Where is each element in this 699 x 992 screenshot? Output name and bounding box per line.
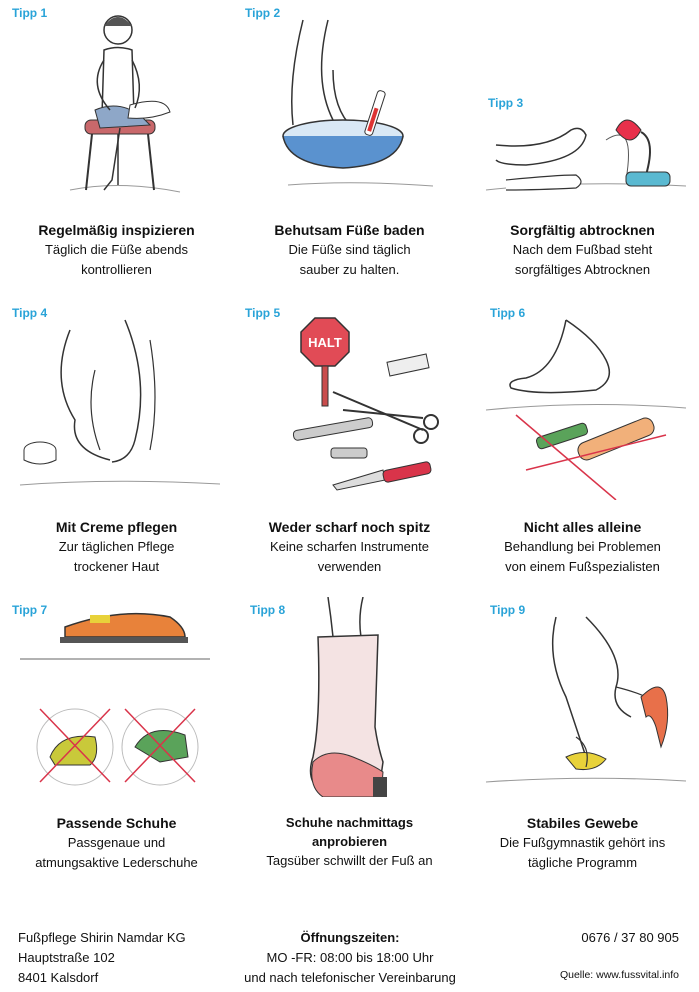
tip-text-line: Keine scharfen Instrumente — [270, 539, 429, 554]
opening-hours-title: Öffnungszeiten: — [300, 930, 400, 945]
opening-hours: Öffnungszeiten: MO -FR: 08:00 bis 18:00 … — [225, 928, 475, 988]
business-address: Fußpflege Shirin Namdar KG Hauptstraße 1… — [18, 928, 186, 988]
tip-text-line: Nach dem Fußbad steht — [512, 242, 653, 257]
tip-text-line: Die Fußgymnastik gehört ins — [499, 835, 666, 850]
tip-caption: Schuhe nachmittags anprobieren Tagsüber … — [233, 813, 466, 871]
tip-text-line: Behandlung bei Problemen — [504, 539, 661, 554]
tip-text-line: verwenden — [317, 559, 382, 574]
postal-city: 8401 Kalsdorf — [18, 970, 99, 985]
tip-heading: Mit Creme pflegen — [55, 519, 178, 535]
tip-tag: Tipp 6 — [490, 306, 526, 320]
tip-caption: Nicht alles alleine Behandlung bei Probl… — [466, 518, 699, 577]
tip-tag: Tipp 4 — [12, 306, 48, 320]
business-name: Fußpflege Shirin Namdar KG — [18, 930, 186, 945]
tip-text-line: sauber zu halten. — [299, 262, 400, 277]
tip-2: Tipp 2 Behutsam Füße baden Die Füße sind… — [233, 0, 466, 300]
tip-heading-line: Schuhe nachmittags — [285, 815, 414, 830]
tip-caption: Stabiles Gewebe Die Fußgymnastik gehört … — [466, 814, 699, 873]
tip-caption: Weder scharf noch spitz Keine scharfen I… — [233, 518, 466, 577]
tip-heading: Nicht alles alleine — [523, 519, 642, 535]
tip-text-line: von einem Fußspezialisten — [505, 559, 660, 574]
tip-heading: Stabiles Gewebe — [526, 815, 639, 831]
tip-heading: Behutsam Füße baden — [274, 222, 425, 238]
tip-text-line: Tagsüber schwillt der Fuß an — [266, 853, 433, 868]
tip-tag: Tipp 8 — [250, 603, 286, 617]
tip-text-line: sorgfältiges Abtrocknen — [514, 262, 651, 277]
tip-tag: Tipp 7 — [12, 603, 48, 617]
illustration-apply-cream — [19, 319, 221, 486]
illustration-sharp-tools: HALT — [292, 317, 439, 491]
tip-4: Tipp 4 Mit Creme pflegen Zur täglichen P… — [0, 300, 233, 600]
tip-heading: Weder scharf noch spitz — [268, 519, 431, 535]
tip-1: Tipp 1 Regelmäßig inspizieren Täglich di… — [0, 0, 233, 300]
tip-3: Tipp 3 Sorgfältig abtrocknen Nach dem Fu… — [466, 0, 699, 300]
illustration-foot-gymnastics — [485, 616, 687, 783]
phone-number: 0676 / 37 80 905 — [581, 930, 679, 945]
opening-hours-line: und nach telefonischer Vereinbarung — [244, 970, 456, 985]
halt-sign-text: HALT — [308, 335, 342, 350]
tip-5: HALT Tipp 5 Weder scharf noch spitz Kein… — [233, 300, 466, 600]
tip-caption: Regelmäßig inspizieren Täglich die Füße … — [0, 221, 233, 280]
tip-heading-line: anprobieren — [311, 834, 388, 849]
tip-tag: Tipp 1 — [12, 6, 48, 20]
illustration-shoes — [20, 612, 210, 786]
street: Hauptstraße 102 — [18, 950, 115, 965]
opening-hours-line: MO -FR: 08:00 bis 18:00 Uhr — [266, 950, 434, 965]
tip-text-line: atmungsaktive Lederschuhe — [35, 855, 198, 870]
tip-heading: Passende Schuhe — [56, 815, 177, 831]
tip-text-line: trockener Haut — [73, 559, 160, 574]
footer: Fußpflege Shirin Namdar KG Hauptstraße 1… — [0, 928, 699, 992]
tip-text-line: kontrollieren — [81, 262, 152, 277]
tip-caption: Mit Creme pflegen Zur täglichen Pflege t… — [0, 518, 233, 577]
tip-heading: Regelmäßig inspizieren — [38, 222, 195, 238]
tip-tag: Tipp 3 — [488, 96, 524, 110]
tip-7: Tipp 7 Passende Schuhe Passgenaue und at… — [0, 597, 233, 907]
tip-caption: Behutsam Füße baden Die Füße sind täglic… — [233, 221, 466, 280]
illustration-inspect-feet — [69, 15, 181, 193]
illustration-boot-fitting — [309, 597, 387, 797]
tip-tag: Tipp 9 — [490, 603, 526, 617]
tip-caption: Sorgfältig abtrocknen Nach dem Fußbad st… — [466, 221, 699, 280]
tip-text-line: Passgenaue und — [67, 835, 166, 850]
tip-8: Tipp 8 Schuhe nachmittags anprobieren Ta… — [233, 597, 466, 907]
tip-heading: Sorgfältig abtrocknen — [510, 222, 655, 238]
tip-tag: Tipp 2 — [245, 6, 281, 20]
tip-text-line: Die Füße sind täglich — [288, 242, 411, 257]
tip-text-line: Täglich die Füße abends — [44, 242, 189, 257]
tip-9: Tipp 9 Stabiles Gewebe Die Fußgymnastik … — [466, 597, 699, 907]
tip-text-line: Zur täglichen Pflege — [58, 539, 175, 554]
tip-tag: Tipp 5 — [245, 306, 281, 320]
tip-text-line: tägliche Programm — [527, 855, 638, 870]
tip-caption: Passende Schuhe Passgenaue und atmungsak… — [0, 814, 233, 873]
illustration-dry-feet — [485, 119, 687, 191]
illustration-foot-bath — [282, 19, 434, 187]
illustration-no-self-treatment — [485, 319, 687, 500]
source-credit: Quelle: www.fussvital.info — [559, 969, 679, 981]
tip-6: Tipp 6 Nicht alles alleine Behandlung be… — [466, 300, 699, 600]
